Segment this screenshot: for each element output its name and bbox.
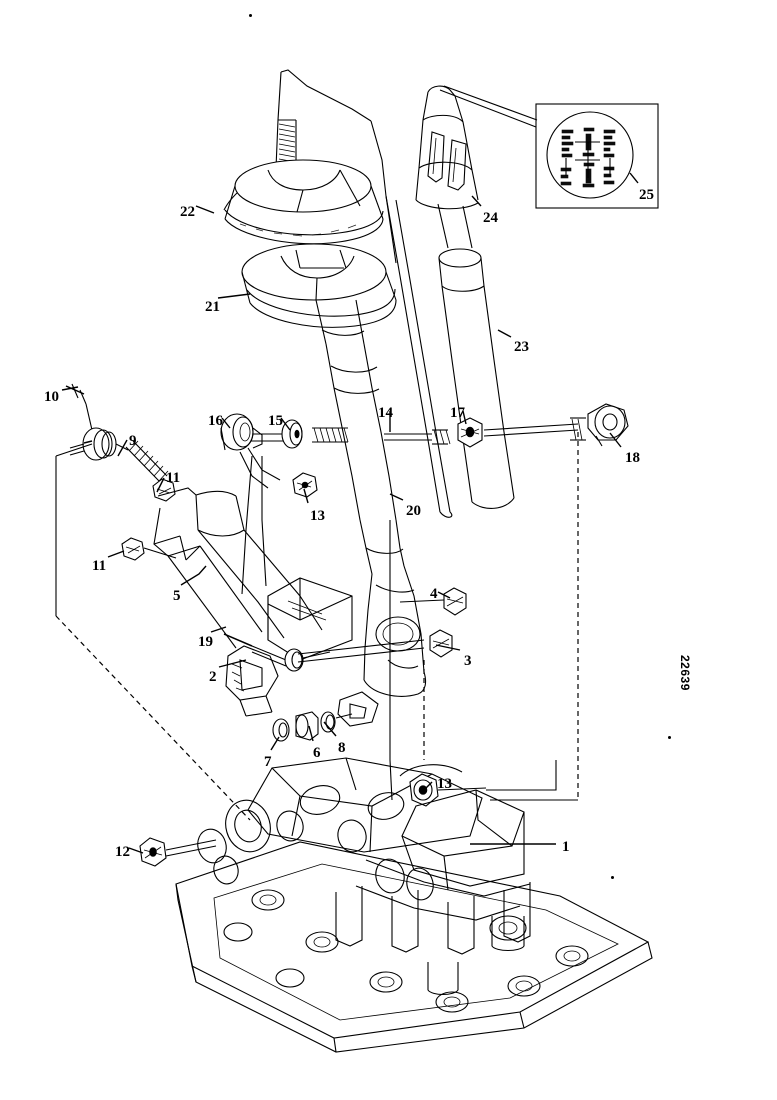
callout-leader-22 [195,205,215,214]
linkage-hardware-row [65,383,629,649]
callout-leader-24 [471,195,482,207]
callout-14: 14 [378,405,393,421]
callout-leader-25 [629,172,639,184]
callout-24: 24 [483,210,498,226]
callout-leader-11 [107,550,125,558]
shift-lever-assembly [223,69,538,697]
callout-leader-19 [210,626,227,633]
callout-25: 25 [639,187,654,203]
callout-leader-15 [280,417,291,431]
callout-leader-13 [303,488,309,504]
scan-artifact-dot [668,736,671,739]
callout-leaders [61,172,639,854]
callout-17: 17 [450,405,465,421]
callout-leader-17 [462,410,467,425]
base-housing-assembly [139,757,653,1053]
callout-leader-21 [217,293,251,299]
construction-lines [55,432,579,845]
scan-artifact-dot [611,876,614,879]
drawing-number: 22639 [678,655,692,691]
callout-20: 20 [406,503,421,519]
callout-15: 15 [268,413,283,429]
callout-leader-10 [61,386,79,391]
callout-11: 11 [92,558,107,574]
callout-19: 19 [198,634,213,650]
callout-2: 2 [209,669,217,685]
callout-12: 12 [115,844,130,860]
callout-18: 18 [625,450,640,466]
callout-leader-3 [435,644,461,651]
callout-leader-16 [221,417,231,429]
callout-23: 23 [514,339,529,355]
callout-leader-12 [128,847,144,854]
callout-leader-20 [389,493,404,501]
callout-3: 3 [464,653,472,669]
callout-21: 21 [205,299,220,315]
callout-22: 22 [180,204,195,220]
callout-8: 8 [338,740,346,756]
callout-4: 4 [430,586,438,602]
callout-leader-8 [323,721,337,737]
callout-leader-9 [117,439,128,457]
callout-leader-23 [497,329,512,338]
callout-leader-4 [437,591,451,599]
callout-9: 9 [129,433,137,449]
scan-artifact-dot [249,14,252,17]
callout-leader-5 [180,565,207,586]
callout-6: 6 [313,745,321,761]
callout-leader-13 [421,781,433,793]
callout-11: 11 [166,470,181,486]
callout-leader-11 [156,477,165,493]
callout-5: 5 [173,588,181,604]
callout-13: 13 [437,776,452,792]
callout-16: 16 [208,413,223,429]
callout-13: 13 [310,508,325,524]
callout-7: 7 [264,754,272,770]
callout-10: 10 [44,389,59,405]
shift-pattern-inset [535,103,659,209]
callout-leader-7 [270,736,280,751]
callout-leader-2 [218,659,247,668]
shift-housing-mid-assembly [223,577,467,742]
callout-leader-18 [609,432,622,448]
callout-leader-6 [308,725,314,742]
callout-1: 1 [562,839,570,855]
plate-bolt-bosses [223,889,589,1013]
